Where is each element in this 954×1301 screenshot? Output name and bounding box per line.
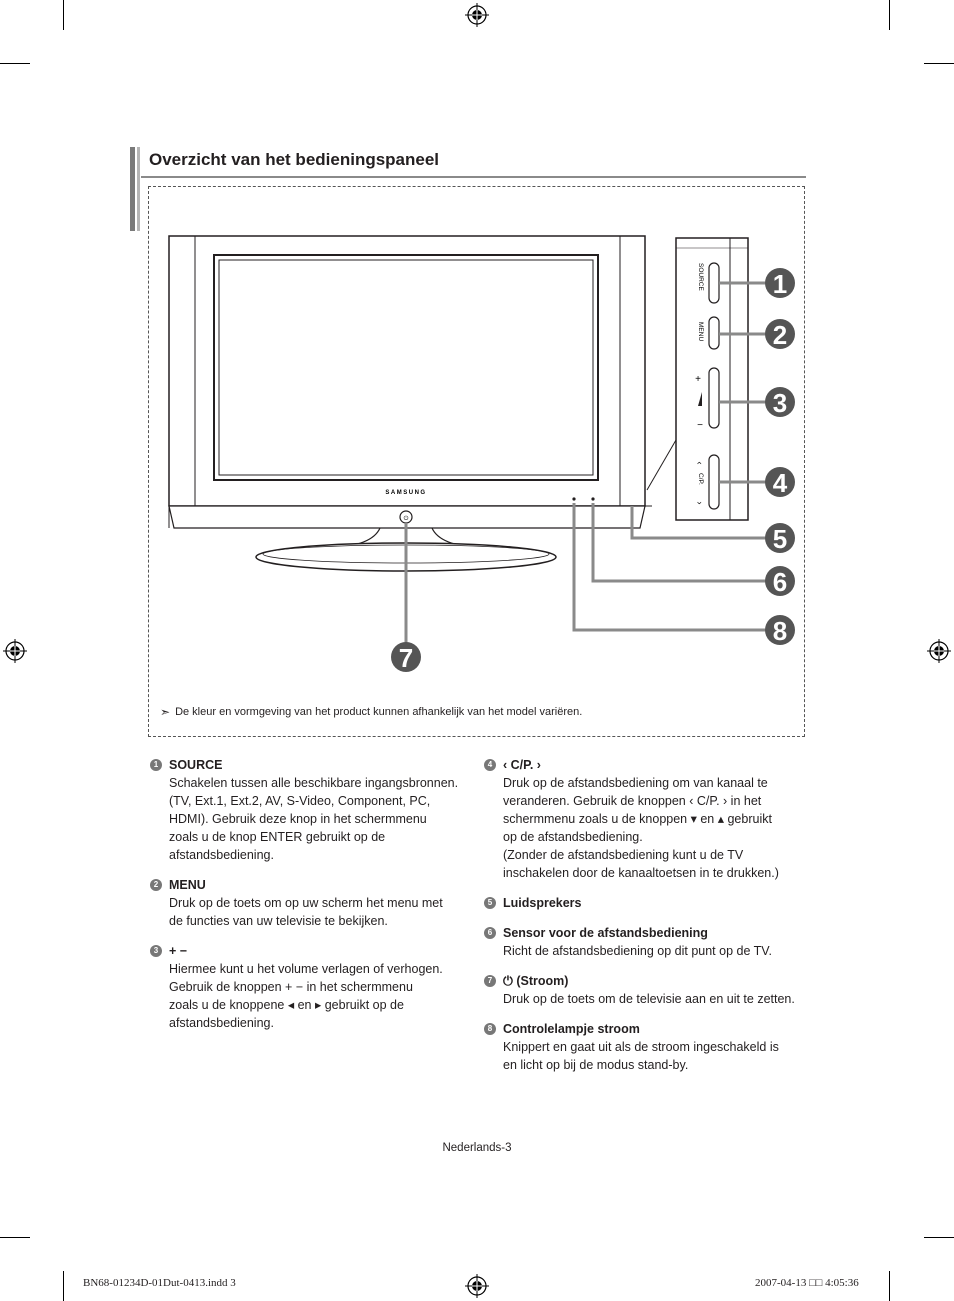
description-item: 3 + − Hiermee kunt u het volume verlagen o… bbox=[150, 942, 470, 1032]
item-number-badge: 4 bbox=[484, 759, 496, 771]
item-text-line: Hiermee kunt u het volume verlagen of ve… bbox=[169, 962, 443, 976]
item-text-line: afstandsbediening. bbox=[169, 1016, 274, 1030]
note-arrow-icon: ➣ bbox=[160, 705, 171, 719]
item-title: ‹ C/P. › bbox=[503, 758, 541, 772]
crop-mark bbox=[63, 1271, 64, 1301]
page-title: Overzicht van het bedieningspaneel bbox=[149, 150, 440, 169]
figure-frame bbox=[148, 186, 805, 737]
svg-text:4: 4 bbox=[773, 468, 788, 498]
menu-panel-label: MENU bbox=[697, 322, 704, 341]
tv-control-panel-illustration: SAMSUNG ⏻ SOURCE MENU + − ‹ C/P. › 1 2 3 bbox=[168, 235, 795, 673]
item-text-line: Druk op de toets om de televisie aan en … bbox=[503, 992, 795, 1006]
svg-text:8: 8 bbox=[773, 616, 787, 646]
item-text-line: veranderen. Gebruik de knoppen ‹ C/P. › … bbox=[503, 794, 762, 808]
item-text-line: (Zonder de afstandsbediening kunt u de T… bbox=[503, 848, 744, 862]
callout-8: 8 bbox=[765, 615, 795, 646]
svg-text:⏻: ⏻ bbox=[404, 515, 409, 522]
channel-panel-label: C/P. bbox=[697, 473, 704, 485]
item-number-badge: 7 bbox=[484, 975, 496, 987]
svg-text:›: › bbox=[695, 502, 705, 505]
item-text-line: inschakelen door de kanaaltoetsen in te … bbox=[503, 866, 779, 880]
item-title: Sensor voor de afstandsbediening bbox=[503, 926, 708, 940]
item-title: + − bbox=[169, 944, 188, 958]
source-panel-label: SOURCE bbox=[697, 263, 704, 291]
heading-accent-bar bbox=[137, 147, 140, 231]
item-number-badge: 3 bbox=[150, 945, 162, 957]
item-text-line: Druk op de toets om op uw scherm het men… bbox=[169, 896, 443, 910]
item-title: Luidsprekers bbox=[503, 896, 582, 910]
item-text-line: Richt de afstandsbediening op dit punt o… bbox=[503, 944, 772, 958]
brand-logo: SAMSUNG bbox=[385, 490, 426, 496]
registration-mark-icon bbox=[927, 639, 951, 663]
item-text-line: schermmenu zoals u de knoppen ▾ en ▴ geb… bbox=[503, 812, 772, 826]
svg-text:6: 6 bbox=[773, 567, 787, 597]
callout-7: 7 bbox=[391, 642, 421, 673]
item-number-badge: 2 bbox=[150, 879, 162, 891]
crop-mark bbox=[889, 1271, 890, 1301]
description-item: 5 Luidsprekers bbox=[484, 894, 809, 912]
item-text-line: op de afstandsbediening. bbox=[503, 830, 643, 844]
slug-timestamp: 2007-04-13 □□ 4:05:36 bbox=[755, 1277, 859, 1289]
item-text-line: afstandsbediening. bbox=[169, 848, 274, 862]
volume-minus-label: − bbox=[697, 420, 703, 431]
item-text-line: zoals u de knop ENTER gebruikt op de bbox=[169, 830, 386, 844]
svg-text:‹: ‹ bbox=[695, 462, 705, 465]
slug-file-info: BN68-01234D-01Dut-0413.indd 3 bbox=[83, 1277, 236, 1289]
crop-mark bbox=[889, 0, 890, 30]
item-text-line: Schakelen tussen alle beschikbare ingang… bbox=[169, 776, 459, 790]
item-number-badge: 6 bbox=[484, 927, 496, 939]
crop-mark bbox=[0, 1237, 30, 1238]
item-text-line: Knippert en gaat uit als de stroom inges… bbox=[503, 1040, 779, 1054]
description-item: 1 SOURCE Schakelen tussen alle beschikbare… bbox=[150, 756, 470, 864]
callout-5: 5 bbox=[765, 523, 795, 554]
item-title: SOURCE bbox=[169, 758, 223, 772]
description-column-left: 1 SOURCE Schakelen tussen alle beschikbare… bbox=[150, 756, 470, 1044]
svg-text:5: 5 bbox=[773, 524, 787, 554]
callout-4: 4 bbox=[765, 467, 795, 498]
volume-plus-label: + bbox=[695, 374, 701, 385]
heading-accent-bar bbox=[130, 147, 135, 231]
item-text-line: Druk op de afstandsbediening om van kana… bbox=[503, 776, 768, 790]
registration-mark-icon bbox=[3, 639, 27, 663]
item-number-badge: 1 bbox=[150, 759, 162, 771]
item-title: MENU bbox=[169, 878, 206, 892]
svg-text:1: 1 bbox=[773, 269, 787, 299]
description-item: 2 MENU Druk op de toets om op uw scherm he… bbox=[150, 876, 470, 930]
item-text-line: (TV, Ext.1, Ext.2, AV, S-Video, Componen… bbox=[169, 794, 431, 808]
item-text-line: Gebruik de knoppen + − in het schermmenu bbox=[169, 980, 413, 994]
note-text: De kleur en vormgeving van het product k… bbox=[175, 706, 583, 718]
item-text-line: HDMI). Gebruik deze knop in het schermme… bbox=[169, 812, 427, 826]
crop-mark bbox=[924, 63, 954, 64]
crop-mark bbox=[924, 1237, 954, 1238]
item-number-badge: 5 bbox=[484, 897, 496, 909]
item-title: ⏻ (Stroom) bbox=[503, 974, 569, 988]
svg-text:2: 2 bbox=[773, 320, 787, 350]
crop-mark bbox=[0, 63, 30, 64]
item-text-line: zoals u de knoppene ◂ en ▸ gebruikt op d… bbox=[169, 998, 404, 1012]
figure-note: ➣ De kleur en vormgeving van het product… bbox=[160, 705, 582, 719]
callout-2: 2 bbox=[765, 319, 795, 350]
callout-6: 6 bbox=[765, 566, 795, 597]
item-text-line: en licht op bij de modus stand-by. bbox=[503, 1058, 689, 1072]
crop-mark bbox=[63, 0, 64, 30]
svg-text:3: 3 bbox=[773, 388, 787, 418]
svg-text:7: 7 bbox=[399, 643, 413, 673]
heading-rule bbox=[141, 176, 806, 178]
registration-mark-icon bbox=[465, 3, 489, 27]
item-text-line: de functies van uw televisie te bekijken… bbox=[169, 914, 388, 928]
callout-1: 1 bbox=[765, 268, 795, 299]
description-column-right: 4 ‹ C/P. › Druk op de afstandsbediening om… bbox=[484, 756, 809, 1086]
item-title: Controlelampje stroom bbox=[503, 1022, 640, 1036]
description-item: 7 ⏻ (Stroom) Druk op de toets om de televi… bbox=[484, 972, 809, 1008]
item-number-badge: 8 bbox=[484, 1023, 496, 1035]
description-item: 4 ‹ C/P. › Druk op de afstandsbediening om… bbox=[484, 756, 809, 882]
page-number: Nederlands-3 bbox=[442, 1142, 512, 1154]
callout-3: 3 bbox=[765, 387, 795, 418]
registration-mark-icon bbox=[465, 1274, 489, 1298]
